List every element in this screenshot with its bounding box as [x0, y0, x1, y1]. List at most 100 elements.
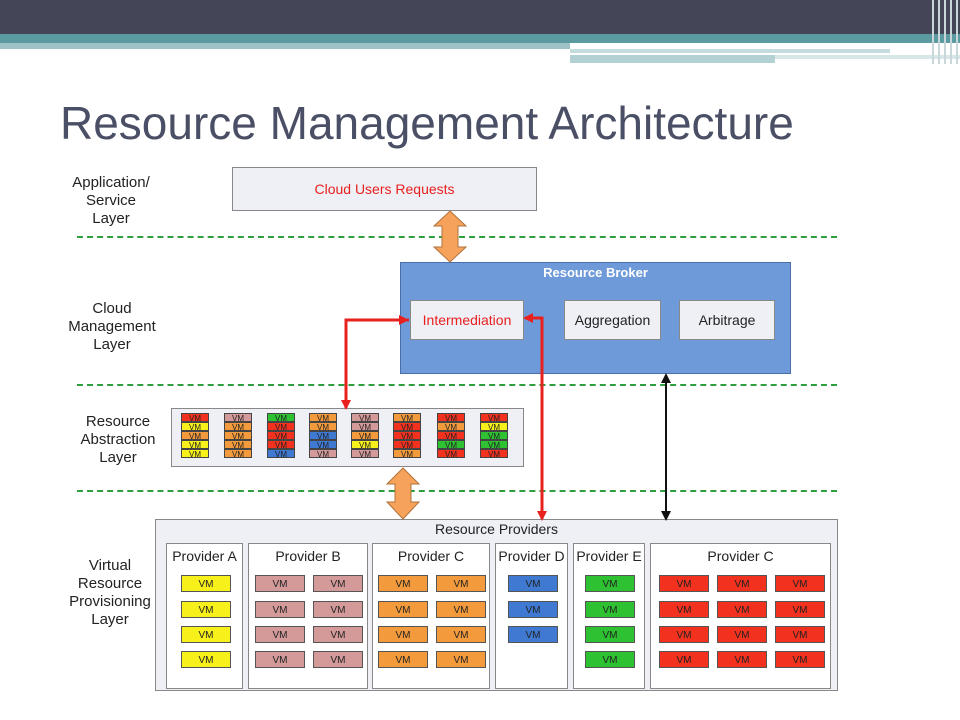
cloud-users-requests-label: Cloud Users Requests	[314, 181, 455, 197]
orange-double-arrow	[385, 467, 421, 520]
corner-stripes	[928, 0, 960, 64]
vm-block: VM	[309, 413, 337, 423]
provider-vm: VM	[717, 651, 767, 668]
provider-name: Provider C	[707, 548, 774, 564]
provider-vm: VM	[585, 601, 635, 618]
vm-block: VM	[393, 422, 421, 432]
vm-block: VM	[351, 431, 379, 441]
header-band	[570, 55, 775, 63]
vm-block: VM	[351, 422, 379, 432]
provider-vm: VM	[717, 601, 767, 618]
resource-broker-title: Resource Broker	[543, 265, 648, 280]
vm-block: VM	[437, 449, 465, 459]
vm-block: VM	[480, 413, 508, 423]
provider-vm: VM	[508, 626, 558, 643]
provider-vm: VM	[255, 575, 305, 592]
vm-block: VM	[480, 422, 508, 432]
vm-block: VM	[267, 440, 295, 450]
vm-block: VM	[437, 413, 465, 423]
provider-name: Provider E	[576, 548, 642, 564]
vm-block: VM	[309, 440, 337, 450]
vm-block: VM	[309, 431, 337, 441]
aggregation-box: Aggregation	[564, 300, 661, 340]
provider-vm: VM	[659, 626, 709, 643]
vm-block: VM	[351, 440, 379, 450]
provider-vm: VM	[775, 626, 825, 643]
provider-vm: VM	[313, 626, 363, 643]
vm-block: VM	[267, 413, 295, 423]
provider-vm: VM	[775, 601, 825, 618]
vm-block: VM	[181, 431, 209, 441]
orange-double-arrow	[432, 210, 468, 263]
provider-vm: VM	[255, 601, 305, 618]
provider-vm: VM	[313, 601, 363, 618]
provider-vm: VM	[717, 626, 767, 643]
provider-vm: VM	[181, 626, 231, 643]
provider-name: Provider D	[498, 548, 565, 564]
header-band	[0, 43, 570, 49]
provider-vm: VM	[659, 575, 709, 592]
provider-vm: VM	[585, 651, 635, 668]
provider-vm: VM	[717, 575, 767, 592]
provider-vm: VM	[378, 651, 428, 668]
vm-block: VM	[181, 422, 209, 432]
red-arrow-to-providers	[527, 316, 547, 521]
vm-block: VM	[480, 440, 508, 450]
provider-vm: VM	[659, 651, 709, 668]
provider-vm: VM	[313, 575, 363, 592]
top-bar	[0, 0, 960, 34]
vm-block: VM	[267, 431, 295, 441]
layer-separator	[77, 490, 837, 492]
intermediation-box: Intermediation	[410, 300, 524, 340]
provider-vm: VM	[508, 575, 558, 592]
red-arrow-to-abstraction	[341, 318, 409, 410]
header-band	[570, 49, 890, 53]
provider-vm: VM	[436, 601, 486, 618]
arbitrage-box: Arbitrage	[679, 300, 775, 340]
vm-block: VM	[267, 422, 295, 432]
provider-vm: VM	[181, 601, 231, 618]
vm-block: VM	[224, 431, 252, 441]
vm-block: VM	[224, 449, 252, 459]
header-band	[775, 55, 960, 59]
provider-vm: VM	[255, 626, 305, 643]
vm-block: VM	[437, 422, 465, 432]
provider-box: Provider B VM VM VM VM VM VM VM VM	[248, 543, 368, 689]
vm-block: VM	[393, 449, 421, 459]
vm-block: VM	[309, 422, 337, 432]
vm-block: VM	[224, 440, 252, 450]
layer-separator	[77, 384, 837, 386]
vm-block: VM	[393, 440, 421, 450]
provider-name: Provider B	[275, 548, 341, 564]
vm-block: VM	[181, 413, 209, 423]
vm-block: VM	[181, 440, 209, 450]
cloud-users-requests-box: Cloud Users Requests	[232, 167, 537, 211]
vm-block: VM	[351, 449, 379, 459]
provider-vm: VM	[436, 575, 486, 592]
provider-vm: VM	[436, 651, 486, 668]
provider-vm: VM	[255, 651, 305, 668]
provider-vm: VM	[436, 626, 486, 643]
vm-block: VM	[480, 449, 508, 459]
resource-broker-box: Resource Broker Intermediation Aggregati…	[400, 262, 791, 374]
provider-vm: VM	[313, 651, 363, 668]
provider-vm: VM	[378, 601, 428, 618]
provider-vm: VM	[508, 601, 558, 618]
vm-block: VM	[480, 431, 508, 441]
vm-block: VM	[267, 449, 295, 459]
provider-vm: VM	[659, 601, 709, 618]
header-band	[0, 34, 960, 43]
